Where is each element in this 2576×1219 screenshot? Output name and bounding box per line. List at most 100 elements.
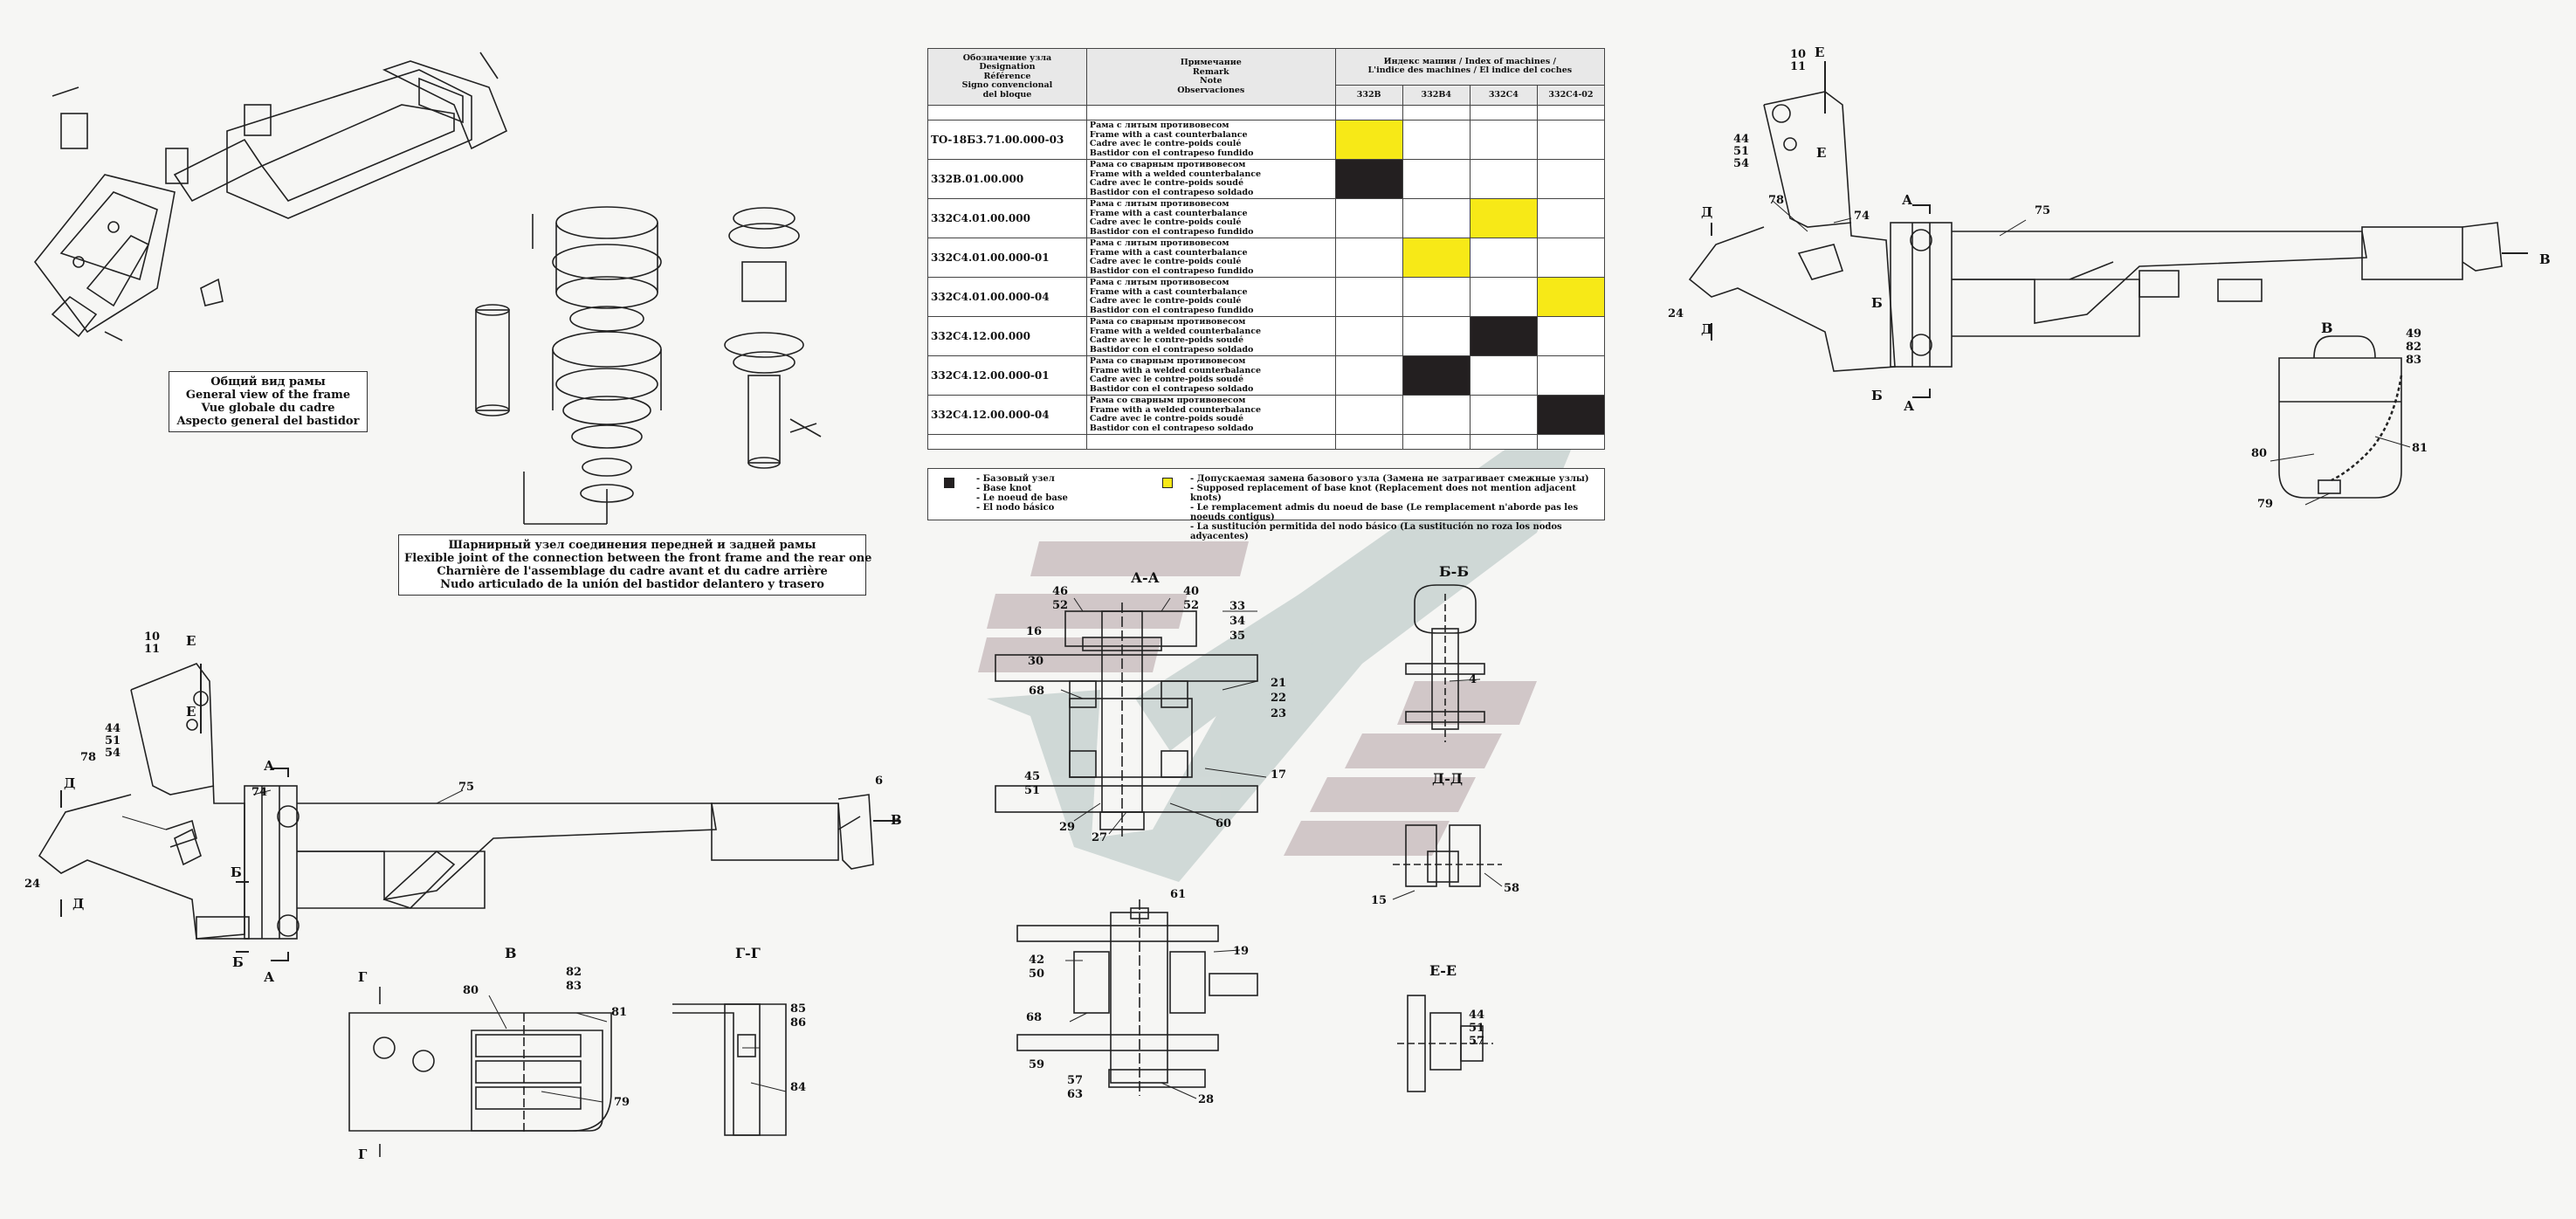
remark-line: Cadre avec le contre-poids coulé <box>1089 217 1242 227</box>
marker-e: Е <box>186 704 196 720</box>
header-index: Индекс машин / Index of machines /L'indi… <box>1334 48 1606 86</box>
row-code: 332В.01.00.000 <box>927 159 1087 199</box>
replacement-swatch <box>1162 478 1173 488</box>
part-number-label: 51 <box>1024 784 1041 797</box>
part-number-label: 29 <box>1059 821 1076 834</box>
view-title-v-bottom: В <box>505 945 517 961</box>
applicability-cell-empty <box>1334 198 1403 238</box>
row-code: 332С4.01.00.000-04 <box>927 277 1087 317</box>
part-number-label: 78 <box>1768 194 1785 207</box>
section-joint-bottom <box>1016 899 1258 1096</box>
watermark-logo <box>978 384 1598 882</box>
applicability-cell-yellow <box>1469 198 1538 238</box>
applicability-cell-empty <box>1334 277 1403 317</box>
part-number-label: 51 <box>105 734 121 747</box>
base-knot-swatch <box>944 478 954 488</box>
part-number-label: 24 <box>24 878 41 891</box>
part-number-label: 74 <box>1854 210 1870 223</box>
section-dd <box>1393 824 1502 887</box>
row-code: 332С4.12.00.000-04 <box>927 395 1087 435</box>
applicability-cell-black <box>1469 316 1538 356</box>
section-markers-right <box>1711 61 2528 398</box>
remark-line: Рама со сварным противовесом <box>1089 317 1246 327</box>
part-number-label: 60 <box>1216 817 1232 830</box>
part-number-label: 79 <box>2257 498 2274 511</box>
part-number-label: 49 <box>2406 327 2422 341</box>
part-number-label: 54 <box>105 747 121 760</box>
remark-line: Bastidor con el contrapeso soldado <box>1089 383 1254 394</box>
row-code: 332С4.12.00.000-01 <box>927 355 1087 396</box>
part-number-label: 61 <box>1170 888 1187 901</box>
marker-b: Б <box>1871 295 1883 311</box>
row-code: 332С4.12.00.000 <box>927 316 1087 356</box>
table-spacer-row <box>927 434 1606 450</box>
marker-v: В <box>2539 251 2551 267</box>
remark-line: Bastidor con el contrapeso fundido <box>1089 226 1254 237</box>
part-number-label: 19 <box>1233 945 1250 958</box>
exploded-joint-view <box>475 206 822 525</box>
marker-a: А <box>1902 192 1913 208</box>
section-title-aa: А-А <box>1131 569 1160 586</box>
frame-side-view-left <box>38 663 874 940</box>
part-number-label: 44 <box>105 722 121 735</box>
applicability-cell-empty <box>1469 120 1538 160</box>
part-number-label: 46 <box>1052 585 1069 598</box>
row-code: 332С4.01.00.000-01 <box>927 238 1087 278</box>
remark-line: Frame with a cast counterbalance <box>1089 208 1248 218</box>
remark-line: Cadre avec le contre-poids coulé <box>1089 257 1242 266</box>
remark-line: Cadre avec le contre-poids soudé <box>1089 414 1243 424</box>
part-number-label: 42 <box>1029 954 1045 967</box>
part-number-label: 84 <box>790 1081 807 1094</box>
part-number-label: 28 <box>1198 1093 1215 1106</box>
marker-d: Д <box>1701 204 1713 220</box>
header-machine: 332С4-02 <box>1536 84 1606 107</box>
part-number-label: 24 <box>1668 307 1684 320</box>
marker-d: Д <box>1701 321 1713 337</box>
section-title-ee: Е-Е <box>1429 962 1457 979</box>
part-number-label: 82 <box>2406 341 2422 354</box>
marker-e: Е <box>186 633 196 649</box>
section-aa <box>995 603 1258 838</box>
marker-b: Б <box>231 864 242 880</box>
part-number-label: 30 <box>1028 655 1044 668</box>
part-number-label: 86 <box>790 1016 807 1030</box>
part-number-label: 83 <box>566 980 582 993</box>
part-number-label: 15 <box>1371 894 1388 907</box>
remark-line: Bastidor con el contrapeso fundido <box>1089 265 1254 276</box>
remark-line: Cadre avec le contre-poids soudé <box>1089 375 1243 384</box>
part-number-label: 79 <box>614 1096 630 1109</box>
part-number-label: 57 <box>1067 1074 1084 1087</box>
applicability-cell-empty <box>1402 277 1471 317</box>
part-number-label: 40 <box>1183 585 1200 598</box>
remark-line: Cadre avec le contre-poids soudé <box>1089 335 1243 345</box>
row-code: 332С4.01.00.000 <box>927 198 1087 238</box>
part-number-label: 81 <box>2412 442 2428 455</box>
part-number-label: 10 <box>1790 48 1807 61</box>
remark-line: Рама со сварным противовесом <box>1089 160 1246 169</box>
remark-line: Frame with a welded counterbalance <box>1089 326 1262 336</box>
marker-v: В <box>891 812 902 828</box>
frame-side-view-right <box>1688 91 2503 372</box>
part-number-label: 54 <box>1733 157 1750 170</box>
applicability-cell-empty <box>1469 395 1538 435</box>
applicability-cell-yellow <box>1536 277 1606 317</box>
applicability-cell-empty <box>1402 120 1471 160</box>
marker-e: Е <box>1815 45 1825 60</box>
marker-g: Г <box>358 1147 368 1162</box>
applicability-cell-empty <box>1536 159 1606 199</box>
marker-d: Д <box>64 775 76 791</box>
header-machine: 332В4 <box>1402 84 1471 107</box>
